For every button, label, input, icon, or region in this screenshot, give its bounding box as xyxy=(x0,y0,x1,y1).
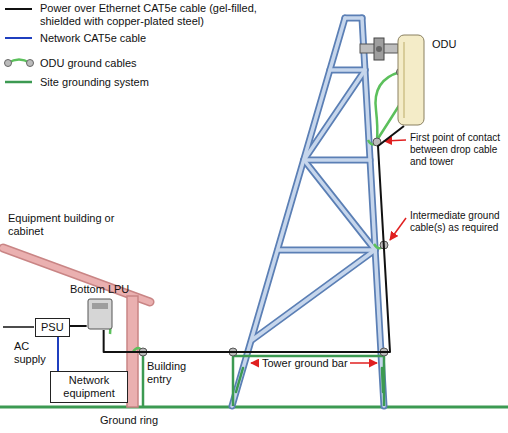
building-part xyxy=(3,248,150,302)
ground-wire xyxy=(143,356,384,406)
tower-part-part xyxy=(304,160,375,250)
ac-supply-wire xyxy=(3,326,34,328)
callout-arrow-part xyxy=(251,362,259,364)
legend-sample-part xyxy=(5,81,32,84)
tower-part-part xyxy=(236,368,243,392)
annotation-label: Building entry xyxy=(147,360,199,386)
annotation-label: Tower ground bar xyxy=(262,357,348,370)
ground-wire-part xyxy=(142,356,145,406)
annotation-label: Equipment building or cabinet xyxy=(8,212,128,238)
tower-part-part xyxy=(252,250,375,340)
tower-part xyxy=(236,368,383,392)
ground-wire-part xyxy=(233,355,384,358)
tower-part-part xyxy=(278,248,375,252)
box-label: Network equipment xyxy=(56,374,122,400)
building xyxy=(3,248,150,407)
tower-part-part xyxy=(345,15,362,22)
odu-bracket-part xyxy=(374,38,384,60)
legend-text: Power over Ethernet CAT5e cable (gel-fil… xyxy=(40,2,262,28)
tower-part xyxy=(232,18,384,406)
tower xyxy=(232,18,384,406)
odu-ground-cable xyxy=(100,72,400,352)
tower-part-part xyxy=(362,18,384,406)
tower-part-part xyxy=(278,247,375,254)
legend-sample-part xyxy=(5,60,12,67)
annotation-label: Ground ring xyxy=(100,414,190,427)
tower-part-part xyxy=(362,18,384,406)
odu-bracket-part xyxy=(376,46,382,52)
ground-wire-part xyxy=(232,356,235,406)
odu-ground-cable-part xyxy=(376,72,401,140)
ground-ring xyxy=(0,406,508,409)
legend-sample xyxy=(5,9,34,82)
poe-cable xyxy=(104,126,404,352)
annotation-label: AC supply xyxy=(14,340,52,366)
tower-part xyxy=(232,18,384,406)
callout-arrow-part xyxy=(390,218,406,240)
legend-text: Site grounding system xyxy=(40,76,262,89)
psu-box: PSU xyxy=(35,318,70,337)
odu-bracket xyxy=(360,38,398,60)
tower-part-part xyxy=(232,18,345,406)
tower-part-part xyxy=(304,70,365,160)
annotation-label: Intermediate ground cable(s) as required xyxy=(410,210,506,234)
callout-arrow-part xyxy=(350,362,377,364)
lpu-housing xyxy=(87,298,113,330)
tower-part-part xyxy=(304,160,375,250)
odu-panel xyxy=(396,34,426,126)
tower-part-part xyxy=(304,158,370,162)
legend-sample-part xyxy=(27,60,34,67)
callout-arrow-part xyxy=(384,140,406,141)
lpu-label: Bottom LPU xyxy=(70,283,129,296)
legend-text: Network CAT5e cable xyxy=(40,32,262,45)
building-part xyxy=(3,248,150,302)
tower-part-part xyxy=(345,16,362,20)
tower-part-part xyxy=(252,250,375,340)
lpu-body xyxy=(88,299,112,329)
tower-part-part xyxy=(304,157,370,164)
odu-label: ODU xyxy=(432,38,456,51)
lpu-unit: Bottom LPU xyxy=(70,283,129,330)
tower-part-part xyxy=(330,68,365,72)
equipment-box: Network equipment xyxy=(50,371,128,403)
legend-sample-part xyxy=(5,37,32,39)
callout-arrow xyxy=(251,140,406,363)
legend-sample-part xyxy=(5,8,32,10)
odu-edge xyxy=(403,42,405,118)
lpu-lid xyxy=(92,303,108,309)
network-cable xyxy=(57,337,59,371)
tower-part-part xyxy=(232,18,345,406)
ground-clamp xyxy=(139,69,404,357)
tower-part-part xyxy=(304,70,365,160)
annotation-label: First point of contact between drop cabl… xyxy=(410,132,506,168)
odu-unit: ODU xyxy=(396,34,456,126)
legend-text: ODU ground cables xyxy=(40,57,262,70)
ground-wire-part xyxy=(383,356,386,406)
odu-radome xyxy=(398,35,424,125)
odu-ground-cable-part xyxy=(377,104,400,140)
box-label: PSU xyxy=(41,321,64,334)
poe-cable xyxy=(70,325,87,327)
